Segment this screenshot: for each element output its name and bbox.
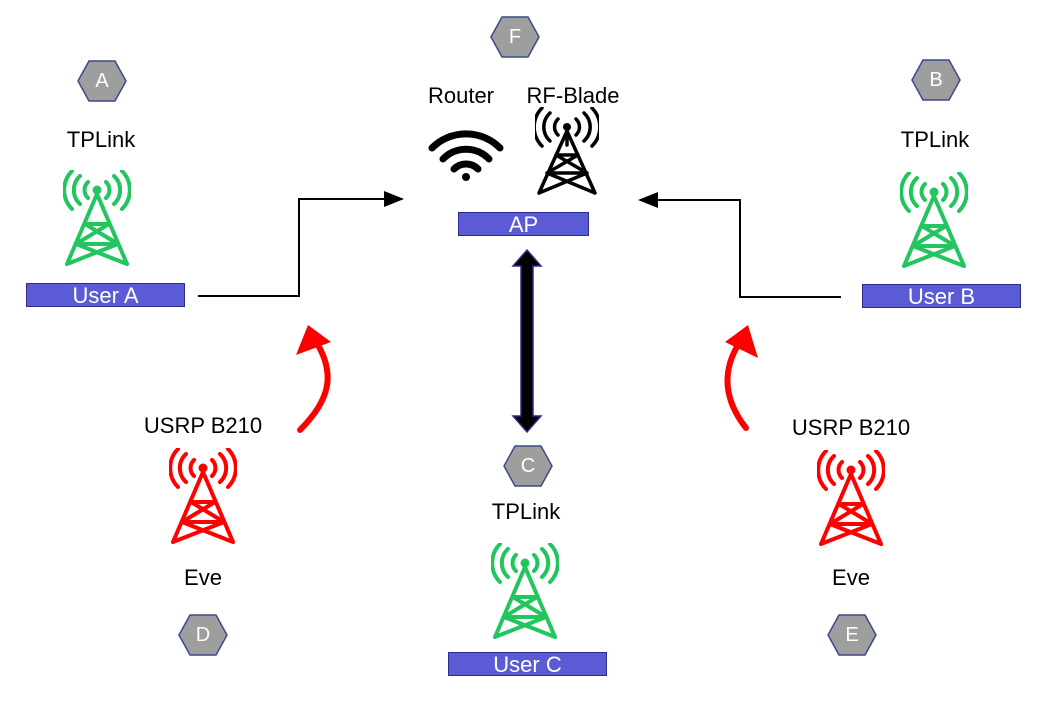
badge-a: A [77, 60, 127, 102]
badge-f: F [490, 16, 540, 58]
badge-b: B [911, 59, 961, 101]
user-b-tower-icon [900, 172, 968, 268]
user-b-to-ap-line [638, 192, 841, 298]
user-c-device-label: TPLink [491, 499, 561, 524]
eve-e-attack-arrow [724, 325, 758, 431]
user-c-tower-icon [491, 543, 559, 639]
rf-blade-tower-icon [535, 107, 599, 195]
badge-e: E [827, 614, 877, 656]
user-a-bar: User A [26, 283, 185, 308]
eve-d-name-label: Eve [184, 565, 222, 590]
badge-d: D [178, 614, 228, 656]
eve-d-device-label: USRP B210 [143, 413, 263, 438]
user-a-tower-icon [63, 170, 131, 266]
user-a-device-label: TPLink [66, 127, 136, 152]
eve-d-attack-arrow [296, 325, 331, 433]
badge-e-label: E [845, 624, 859, 646]
badge-a-label: A [95, 70, 109, 92]
ap-bar: AP [458, 212, 589, 237]
eve-e-name-label: Eve [832, 565, 870, 590]
user-b-device-label: TPLink [900, 127, 970, 152]
eve-e-device-label: USRP B210 [791, 415, 911, 440]
ap-user-c-double-arrow [511, 248, 543, 434]
eve-e-tower-icon [817, 450, 885, 546]
badge-b-label: B [929, 69, 943, 91]
badge-c: C [503, 445, 553, 487]
badge-d-label: D [195, 624, 211, 646]
eve-d-tower-icon [169, 448, 237, 544]
badge-c-label: C [520, 455, 536, 477]
user-c-bar: User C [448, 652, 607, 677]
user-b-bar: User B [862, 284, 1021, 309]
wifi-router-icon [428, 130, 504, 181]
router-label: Router [427, 83, 495, 108]
rfblade-label: RF-Blade [526, 83, 620, 108]
badge-f-label: F [508, 26, 522, 48]
user-a-to-ap-line [198, 191, 404, 297]
